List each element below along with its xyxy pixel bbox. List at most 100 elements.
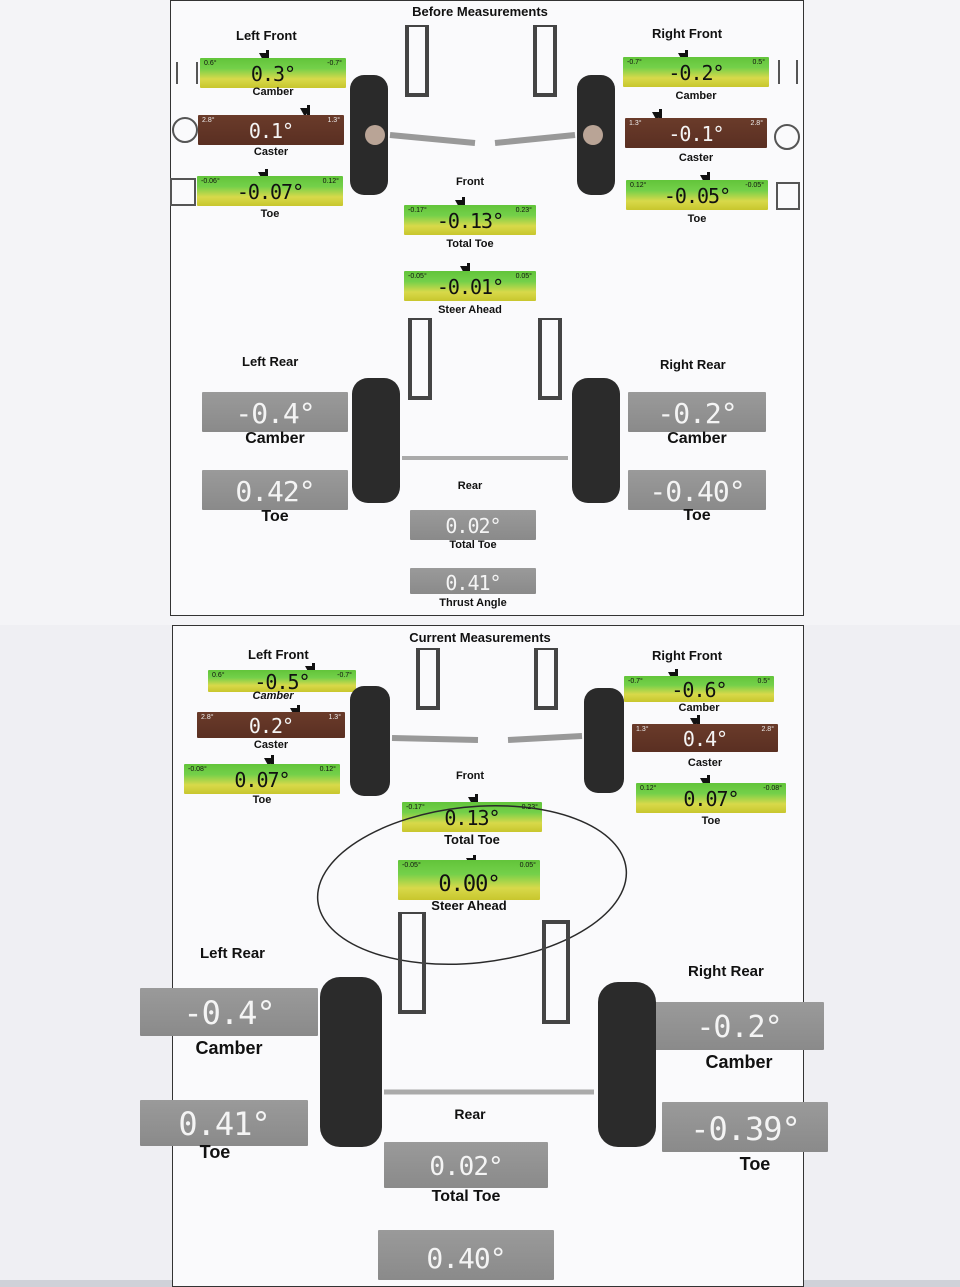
before-rf-caster-arrow xyxy=(652,109,662,121)
before-lr-camber-label: Camber xyxy=(245,430,305,447)
before-rf-toe-gauge: 0.12° -0.05° -0.05° xyxy=(626,180,768,210)
before-rear-total-toe-label: Total Toe xyxy=(449,539,497,551)
before-rr-camber-value: -0.2° xyxy=(657,397,737,430)
before-lr-toe-label: Toe xyxy=(261,508,289,525)
before-lr-camber-gauge: -0.4° xyxy=(202,392,348,432)
before-lf-caster-gauge: 2.8° 1.3° 0.1° xyxy=(198,115,344,145)
current-right-front-heading: Right Front xyxy=(652,648,723,663)
before-lf-toe-label: Toe xyxy=(260,208,280,220)
before-steer-ahead-value: -0.01° xyxy=(436,275,504,299)
before-thrust-value: 0.41° xyxy=(445,571,501,595)
before-lf-caster-value: 0.1° xyxy=(248,119,294,143)
current-lr-toe-value: 0.41° xyxy=(178,1105,270,1143)
before-lf-toe-gauge: -0.06° 0.12° -0.07° xyxy=(197,176,343,206)
current-left-rear-heading: Left Rear xyxy=(200,945,266,962)
before-lf-toe-value: -0.07° xyxy=(236,180,304,204)
current-rear-suspension-diagram xyxy=(320,912,656,1147)
current-lr-camber-gauge: -0.4° xyxy=(140,988,318,1036)
current-lf-camber-label: Camber xyxy=(252,690,294,702)
current-lr-toe-gauge: 0.41° xyxy=(140,1100,308,1146)
current-rf-caster-gauge: 1.3° 2.8° 0.4° xyxy=(632,724,778,752)
hand-drawn-circle xyxy=(316,805,628,965)
current-steer-ahead-value: 0.00° xyxy=(438,872,500,897)
current-title: Current Measurements xyxy=(409,630,551,645)
current-lf-toe-gauge: -0.08° 0.12° 0.07° xyxy=(184,764,340,794)
before-lr-toe-gauge: 0.42° xyxy=(202,470,348,510)
before-lr-toe-value: 0.42° xyxy=(235,475,315,508)
before-lf-camber-gauge: 0.6° -0.7° 0.3° xyxy=(200,58,346,88)
before-thrust-gauge: 0.41° xyxy=(410,568,536,595)
current-front-total-toe-value: 0.13° xyxy=(444,806,500,830)
before-left-front-heading: Left Front xyxy=(236,28,297,43)
before-rr-camber-label: Camber xyxy=(667,430,727,447)
before-thrust-label: Thrust Angle xyxy=(439,597,507,609)
before-title: Before Measurements xyxy=(412,4,548,19)
before-lr-camber-value: -0.4° xyxy=(235,397,315,430)
before-rf-caster-label: Caster xyxy=(678,152,714,164)
current-lf-toe-label: Toe xyxy=(252,794,272,806)
current-front-total-toe-label: Total Toe xyxy=(444,832,500,847)
current-lf-caster-label: Caster xyxy=(253,739,289,751)
current-total-toe-arrow xyxy=(468,794,478,806)
before-front-total-toe-value: -0.13° xyxy=(436,209,504,233)
current-lr-camber-label: Camber xyxy=(195,1038,263,1058)
before-rf-camber-label: Camber xyxy=(675,90,717,102)
current-rf-caster-label: Caster xyxy=(687,757,723,769)
current-lf-caster-value: 0.2° xyxy=(248,714,294,738)
before-rf-toe-label: Toe xyxy=(687,213,707,225)
current-right-rear-heading: Right Rear xyxy=(688,963,764,980)
current-lr-toe-label: Toe xyxy=(199,1142,231,1162)
before-front-suspension-diagram xyxy=(350,25,615,195)
current-left-front-heading: Left Front xyxy=(248,647,309,662)
before-rr-camber-gauge: -0.2° xyxy=(628,392,766,432)
current-rear-total-toe-value: 0.02° xyxy=(429,1152,503,1182)
current-rr-toe-label: Toe xyxy=(739,1154,771,1174)
current-rear-total-toe-gauge: 0.02° xyxy=(384,1142,548,1188)
current-rr-toe-gauge: -0.39° xyxy=(662,1102,828,1152)
current-lf-toe-value: 0.07° xyxy=(234,768,290,792)
current-rf-camber-label: Camber xyxy=(678,702,720,714)
wheel-camber-icon-right xyxy=(778,60,798,84)
current-rear-heading: Rear xyxy=(454,1106,486,1122)
before-steer-ahead-gauge: -0.05° 0.05° -0.01° xyxy=(404,271,536,301)
current-rr-camber-value: -0.2° xyxy=(696,1010,782,1045)
current-rr-camber-gauge: -0.2° xyxy=(654,1002,824,1050)
before-lf-caster-arrow xyxy=(300,105,310,117)
before-rf-caster-value: -0.1° xyxy=(668,122,724,146)
before-front-total-toe-gauge: -0.17° 0.23° -0.13° xyxy=(404,205,536,235)
current-rf-toe-value: 0.07° xyxy=(683,787,739,811)
before-total-toe-arrow xyxy=(455,197,465,209)
current-rf-toe-gauge: 0.12° -0.08° 0.07° xyxy=(636,783,786,813)
current-thrust-value: 0.40° xyxy=(426,1242,506,1275)
current-rf-camber-value: -0.6° xyxy=(671,678,727,702)
before-front-total-toe-label: Total Toe xyxy=(446,238,494,250)
current-rf-caster-arrow xyxy=(690,715,700,727)
before-rear-total-toe-value: 0.02° xyxy=(445,514,501,538)
before-rf-camber-gauge: -0.7° 0.5° -0.2° xyxy=(623,57,769,87)
before-right-rear-heading: Right Rear xyxy=(660,357,726,372)
before-lf-camber-label: Camber xyxy=(252,86,294,98)
before-rear-total-toe-gauge: 0.02° xyxy=(410,510,536,540)
current-rf-toe-arrow xyxy=(700,775,710,787)
current-rf-caster-value: 0.4° xyxy=(682,727,728,751)
current-front-suspension-diagram xyxy=(350,648,624,796)
before-rf-toe-value: -0.05° xyxy=(663,184,731,208)
current-rear-total-toe-label: Total Toe xyxy=(431,1188,501,1205)
wheel-caster-icon xyxy=(172,117,198,143)
before-rear-suspension-diagram xyxy=(352,318,620,503)
before-lf-camber-arrow xyxy=(259,50,269,62)
before-rf-camber-value: -0.2° xyxy=(668,61,724,85)
car-toe-icon-right xyxy=(776,182,800,210)
current-rf-camber-gauge: -0.7° 0.5° -0.6° xyxy=(624,676,774,702)
before-rr-toe-value: -0.40° xyxy=(649,475,745,508)
before-steer-arrow xyxy=(460,263,470,275)
before-rear-heading: Rear xyxy=(457,480,483,492)
current-rr-toe-value: -0.39° xyxy=(690,1110,801,1148)
before-lf-camber-value: 0.3° xyxy=(250,62,296,86)
before-right-front-heading: Right Front xyxy=(652,26,723,41)
current-rf-toe-label: Toe xyxy=(701,815,721,827)
current-lf-camber-gauge: 0.6° -0.7° -0.5° xyxy=(208,670,356,694)
current-lf-camber-value: -0.5° xyxy=(254,670,310,694)
before-front-heading: Front xyxy=(455,176,485,188)
wheel-caster-icon-right xyxy=(774,124,800,150)
